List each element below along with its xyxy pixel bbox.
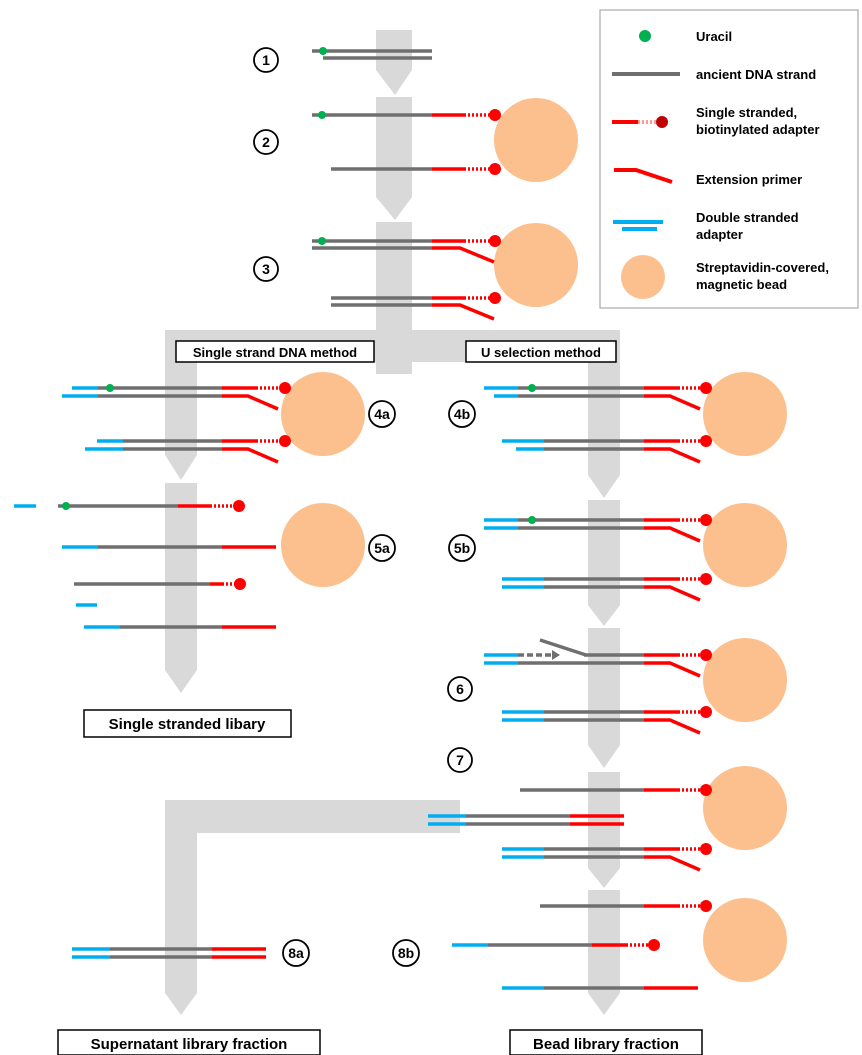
step2-molecules <box>312 109 501 175</box>
bead-step7 <box>703 766 787 850</box>
legend-ss-adapter-2: biotinylated adapter <box>696 122 820 137</box>
ds-adapter-legend-icon <box>613 220 663 231</box>
step6-molecules <box>484 638 712 735</box>
step-7-label: 7 <box>456 752 464 768</box>
step-label-text: 1 2 3 4a 4b 5a 5b 6 7 8a 8b <box>262 52 470 961</box>
supernatant-library-label: Supernatant library fraction <box>91 1036 288 1053</box>
step7-molecules <box>428 784 712 872</box>
legend-ds-adapter-2: adapter <box>696 227 743 242</box>
legend-extension-primer: Extension primer <box>696 172 802 187</box>
step-5b-label: 5b <box>454 540 470 556</box>
ss-adapter-legend-icon <box>612 116 668 128</box>
step-4b-label: 4b <box>454 406 470 422</box>
legend: Uracil ancient DNA strand Single strande… <box>599 9 859 309</box>
bead-step4a <box>281 372 365 456</box>
bead-step2 <box>494 98 578 182</box>
bead-legend-icon <box>621 255 665 299</box>
outcome-labels: Single stranded libary Supernatant libra… <box>57 709 703 1055</box>
bead-step8b <box>703 898 787 982</box>
bead-library-label: Bead library fraction <box>533 1036 679 1053</box>
step-4a-label: 4a <box>374 406 390 422</box>
step5a-molecules <box>14 500 276 629</box>
step-1-label: 1 <box>262 52 270 68</box>
step-labels <box>253 47 476 967</box>
single-stranded-library-label: Single stranded libary <box>109 716 266 733</box>
u-selection-method-label: U selection method <box>481 345 601 360</box>
step8b-molecules <box>452 900 712 990</box>
step-8a-label: 8a <box>288 945 304 961</box>
bead-step3 <box>494 223 578 307</box>
bead-step4b <box>703 372 787 456</box>
legend-bead-2: magnetic bead <box>696 277 787 292</box>
bead-step5a <box>281 503 365 587</box>
uracil-legend-icon <box>639 30 651 42</box>
magnetic-beads <box>281 98 787 982</box>
step3-molecules <box>312 235 501 321</box>
step4b-molecules <box>484 382 712 464</box>
step-8b-label: 8b <box>398 945 414 961</box>
step-3-label: 3 <box>262 261 270 277</box>
extension-primer-legend-icon <box>614 168 673 184</box>
step1-molecule <box>312 47 432 60</box>
step-5a-label: 5a <box>374 540 390 556</box>
legend-ds-adapter-1: Double stranded <box>696 210 799 225</box>
legend-bead-1: Streptavidin-covered, <box>696 260 829 275</box>
step4a-molecules <box>62 382 291 464</box>
step5b-molecules <box>484 514 712 602</box>
legend-uracil: Uracil <box>696 29 732 44</box>
legend-ancient-dna: ancient DNA strand <box>696 67 816 82</box>
step-2-label: 2 <box>262 134 270 150</box>
bead-step6 <box>703 638 787 722</box>
method-labels: Single strand DNA method U selection met… <box>175 340 617 363</box>
single-strand-method-label: Single strand DNA method <box>193 345 357 360</box>
bead-step5b <box>703 503 787 587</box>
step-6-label: 6 <box>456 681 464 697</box>
legend-ss-adapter-1: Single stranded, <box>696 105 797 120</box>
step8a-molecules <box>72 947 266 959</box>
